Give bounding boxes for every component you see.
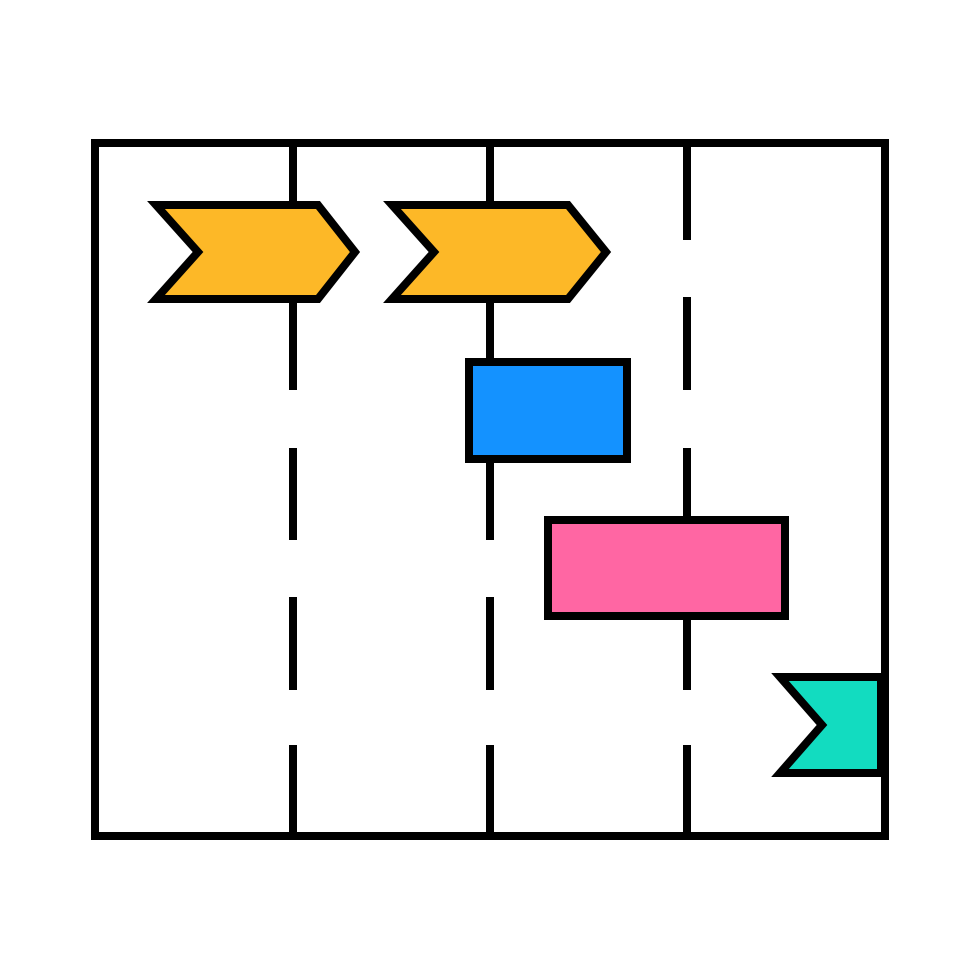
task-bar-pink xyxy=(544,516,789,620)
task-chevron-2 xyxy=(383,201,612,303)
task-chevron-1 xyxy=(147,201,361,303)
task-bar-blue xyxy=(465,358,631,463)
task-flag-teal xyxy=(771,673,885,777)
